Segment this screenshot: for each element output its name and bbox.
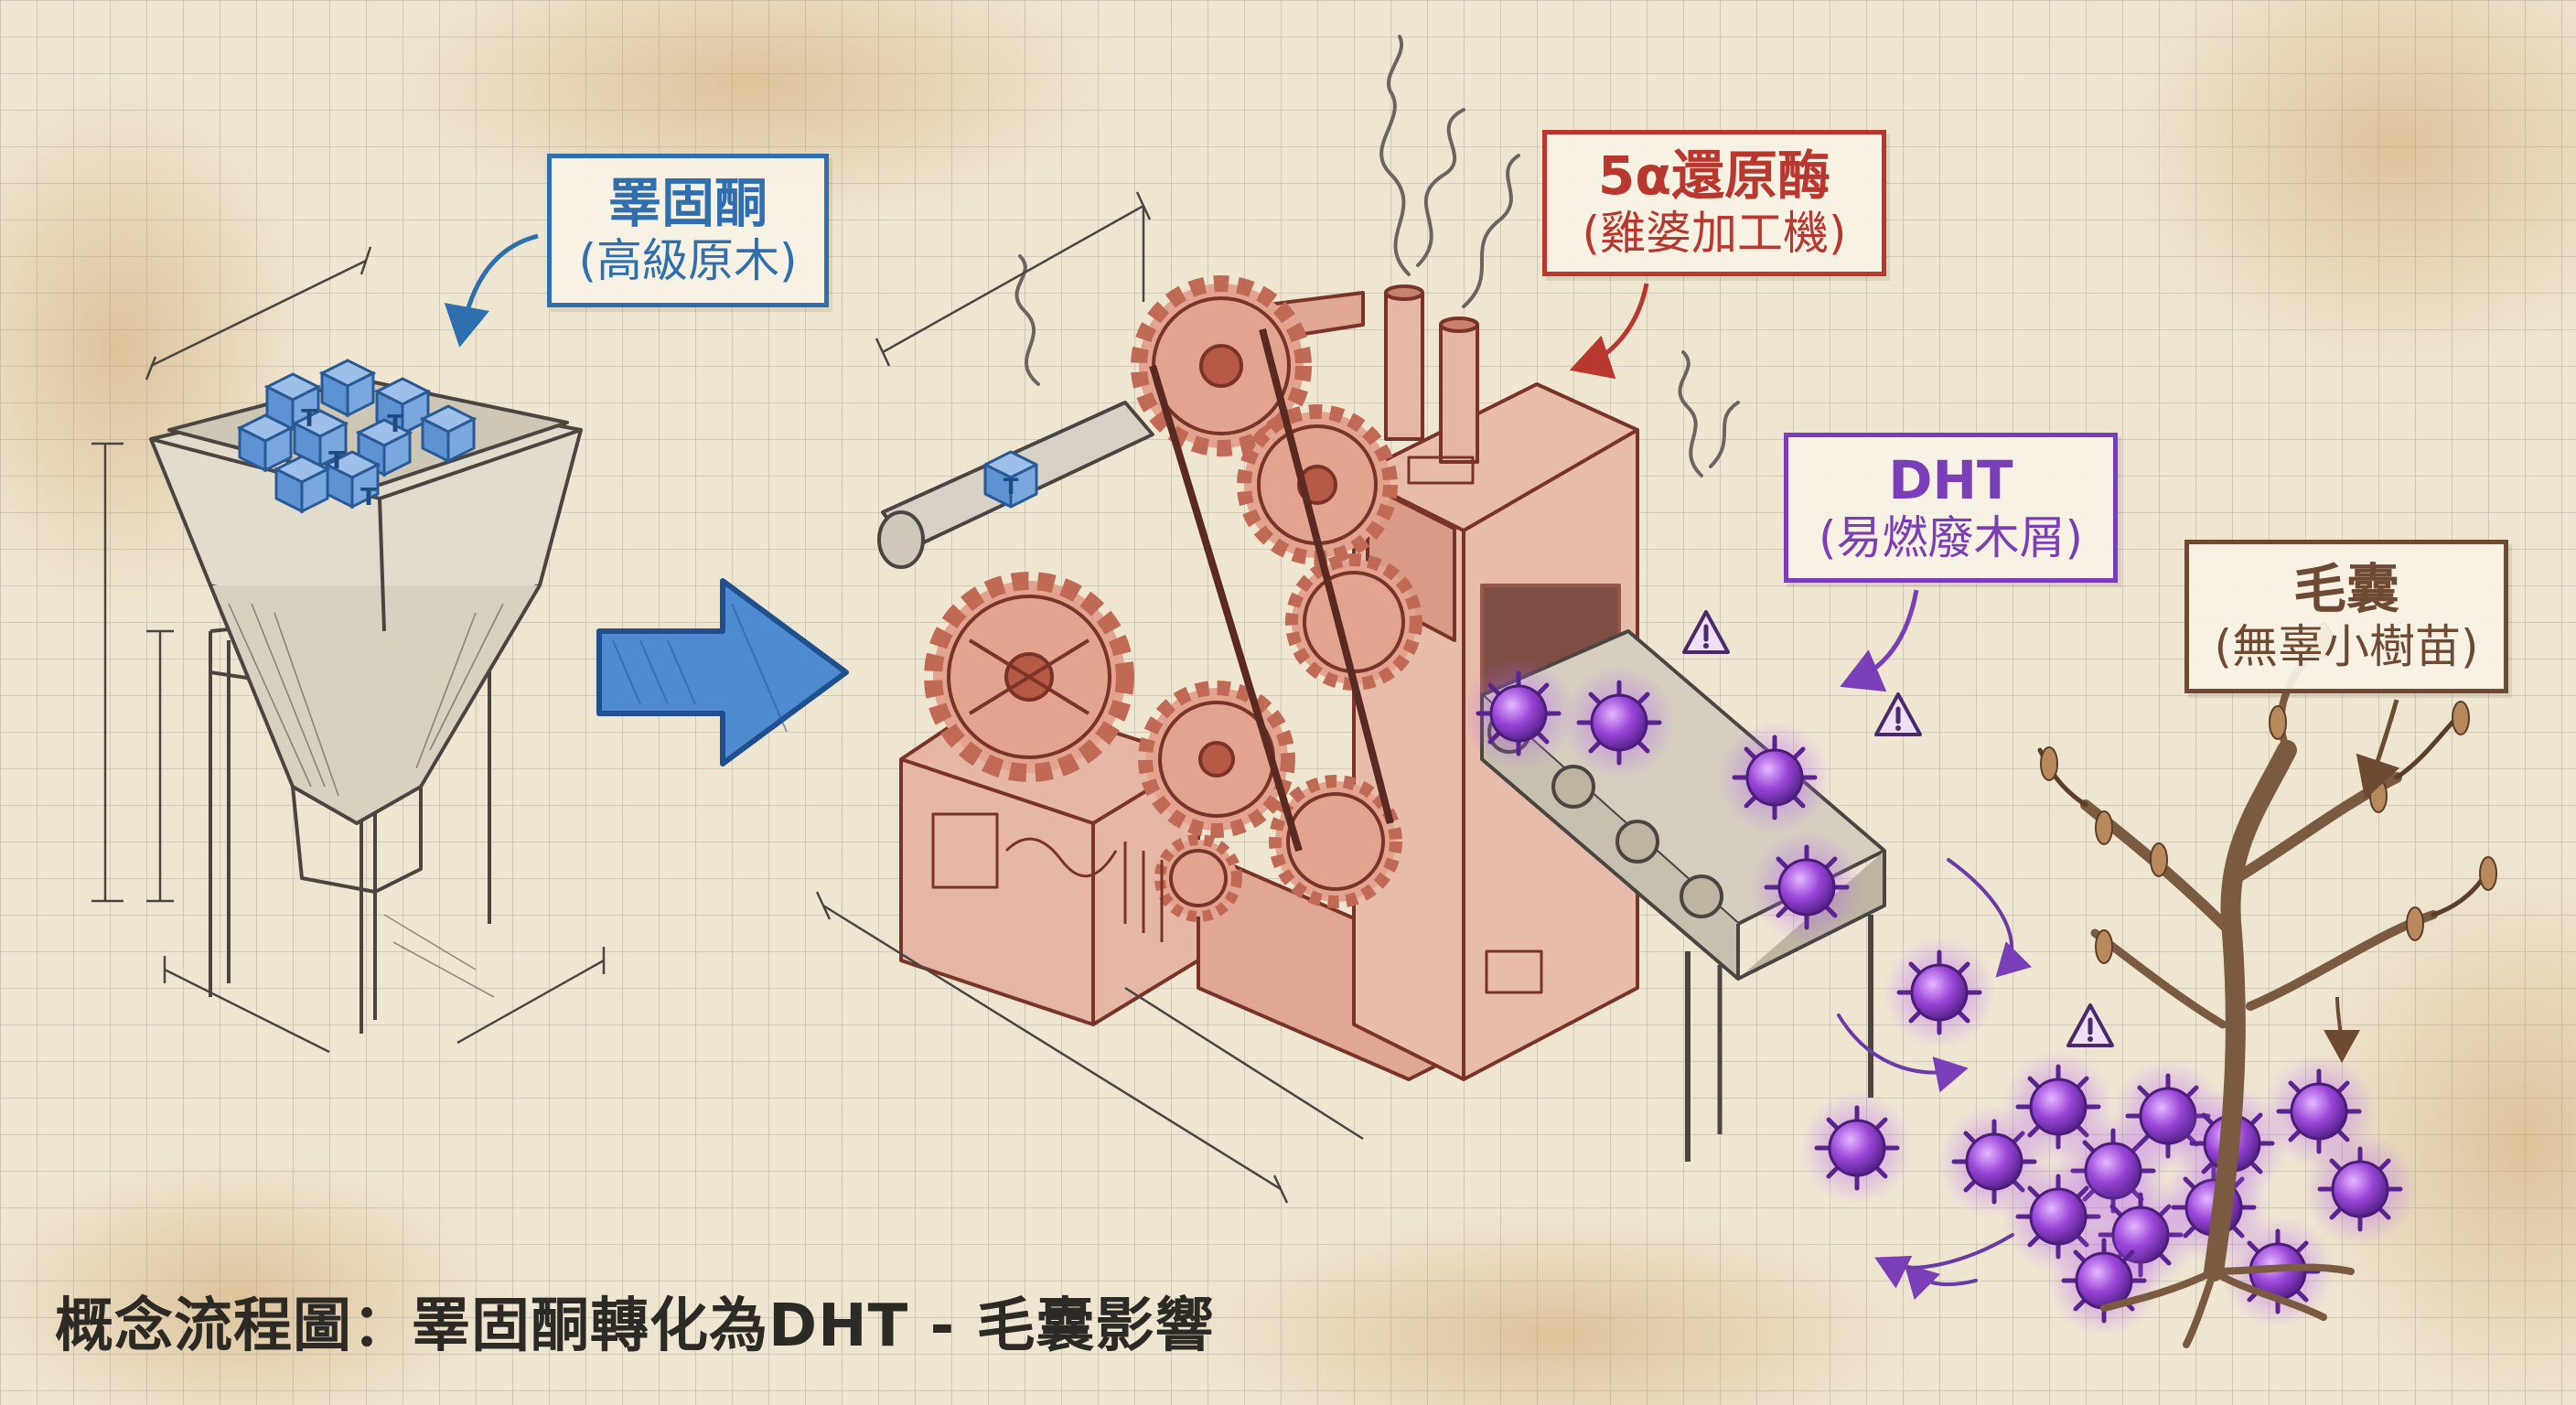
label-testosterone: 睪固酮 (高級原木) — [547, 154, 829, 307]
dht-particle-icon — [1883, 936, 1996, 1049]
label-enzyme-subtitle: (雞婆加工機) — [1582, 207, 1847, 261]
dht-particle-icon — [2303, 1132, 2417, 1246]
label-dht-title: DHT — [1888, 448, 2013, 511]
cube-letter: T — [301, 405, 317, 433]
diagram-caption: 概念流程圖：睪固酮轉化為DHT - 毛囊影響 — [55, 1292, 1215, 1360]
label-testosterone-subtitle: (高級原木) — [578, 234, 798, 288]
cube-letter: T — [328, 447, 345, 475]
cube-letter: T — [1004, 474, 1019, 499]
label-enzyme: 5α還原酶 (雞婆加工機) — [1542, 130, 1886, 276]
label-dht: DHT (易燃廢木屑) — [1784, 433, 2118, 583]
arrow-right-icon — [596, 578, 849, 767]
label-follicle: 毛囊 (無辜小樹苗) — [2184, 540, 2508, 693]
cube-letter: T — [387, 411, 403, 438]
dht-particle-icon — [1800, 1091, 1914, 1205]
dht-particle-icon — [2047, 1224, 2161, 1337]
dht-particle-icon — [1462, 657, 1575, 770]
dht-particle-icon — [1718, 721, 1831, 834]
label-dht-subtitle: (易燃廢木屑) — [1818, 511, 2083, 565]
label-enzyme-title: 5α還原酶 — [1597, 144, 1831, 207]
testosterone-cubes: T T T T — [238, 359, 476, 513]
dht-particle-icon — [1750, 831, 1863, 944]
label-testosterone-title: 睪固酮 — [607, 171, 767, 234]
cube-letter: T — [360, 484, 377, 511]
dht-particle-icon — [1562, 666, 1676, 779]
label-follicle-title: 毛囊 — [2292, 557, 2399, 620]
label-follicle-subtitle: (無辜小樹苗) — [2214, 620, 2479, 674]
